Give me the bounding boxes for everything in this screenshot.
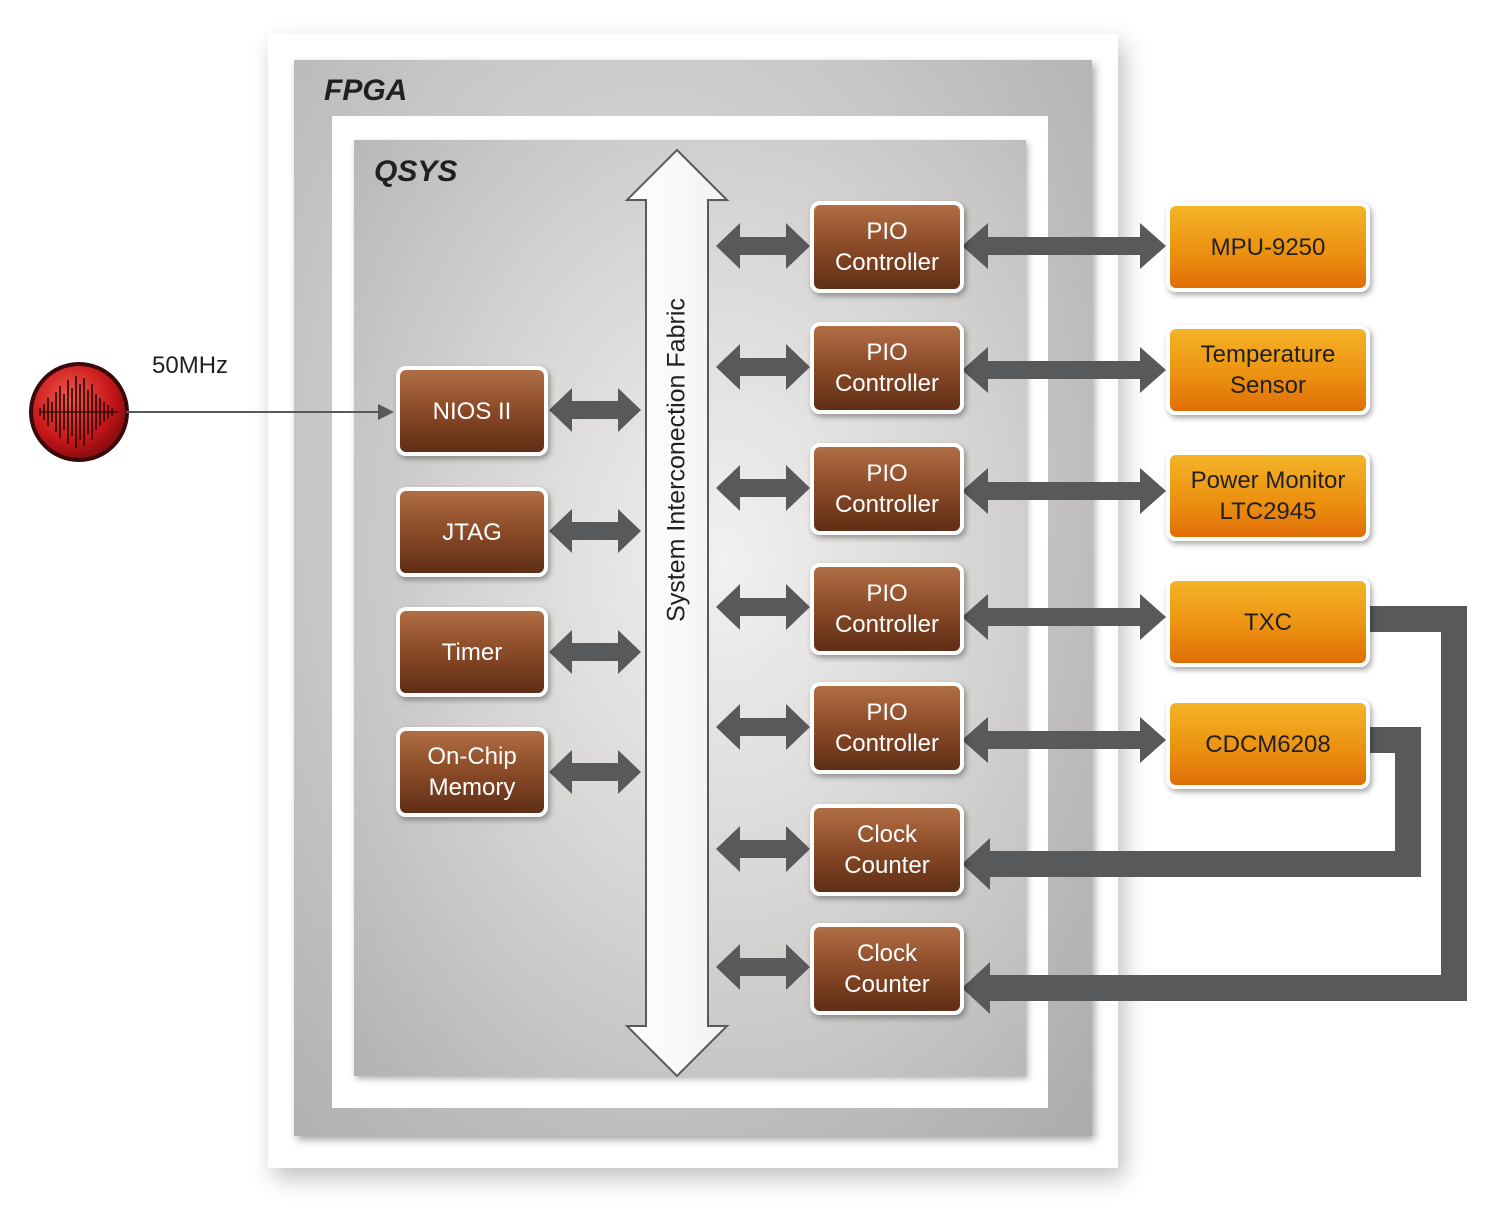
jtag-block: JTAG: [396, 487, 548, 577]
controller-label: PIO Controller: [834, 339, 940, 397]
peripheral-label: CDCM6208: [1205, 730, 1331, 758]
cdcm-arrow: [962, 717, 1166, 763]
clock-counter-2: Clock Counter: [810, 923, 964, 1015]
power-monitor-block: Power Monitor LTC2945: [1166, 451, 1370, 541]
ctrl1-arrow: [716, 223, 810, 269]
controller-label: Clock Counter: [844, 940, 930, 998]
controller-label: PIO Controller: [834, 218, 940, 276]
fpga-label: FPGA: [324, 74, 408, 107]
ctrl4-arrow: [716, 584, 810, 630]
pio-controller-2: PIO Controller: [810, 322, 964, 414]
pio-controller-1: PIO Controller: [810, 201, 964, 293]
qsys-label: QSYS: [374, 155, 458, 188]
pio-controller-5: PIO Controller: [810, 682, 964, 774]
ctrl3-arrow: [716, 465, 810, 511]
controller-label: PIO Controller: [834, 580, 940, 638]
fabric-arrow: [624, 148, 730, 1078]
cdcm-feedback-head: [962, 838, 990, 890]
temperature-sensor-block: Temperature Sensor: [1166, 325, 1370, 415]
clock-counter-1: Clock Counter: [810, 804, 964, 896]
controller-label: Clock Counter: [844, 821, 930, 879]
left-arrows: [549, 388, 641, 794]
peripheral-label: Temperature Sensor: [1200, 341, 1336, 399]
pio-controller-4: PIO Controller: [810, 563, 964, 655]
temp-arrow: [962, 347, 1166, 393]
peripheral-arrows: [962, 223, 1166, 763]
peripheral-label: Power Monitor LTC2945: [1190, 467, 1346, 525]
controller-arrows: [716, 223, 810, 990]
timer-block: Timer: [396, 607, 548, 697]
timer-label: Timer: [441, 638, 503, 666]
onchip-memory-block: On-Chip Memory: [396, 727, 548, 817]
txc-block: TXC: [1166, 577, 1370, 667]
cdcm-feedback-line: [988, 727, 1421, 877]
ctrl5-arrow: [716, 704, 810, 750]
peripheral-label: MPU-9250: [1210, 233, 1326, 261]
txc-arrow: [962, 594, 1166, 640]
ctrl6-arrow: [716, 826, 810, 872]
jtag-label: JTAG: [442, 518, 502, 546]
txc-feedback-line: [988, 606, 1467, 1001]
clock-arrowhead: [378, 404, 394, 420]
txc-feedback-head: [962, 962, 990, 1014]
nios-label: NIOS II: [432, 397, 512, 425]
peripheral-label: TXC: [1244, 608, 1292, 636]
jtag-fabric-arrow: [549, 509, 641, 553]
controller-label: PIO Controller: [834, 699, 940, 757]
controller-label: PIO Controller: [834, 460, 940, 518]
mpu-arrow: [962, 223, 1166, 269]
nios-fabric-arrow: [549, 388, 641, 432]
clock-frequency-label: 50MHz: [152, 352, 229, 379]
clock-oscillator: [29, 362, 129, 462]
memory-fabric-arrow: [549, 750, 641, 794]
timer-fabric-arrow: [549, 630, 641, 674]
pio-controller-3: PIO Controller: [810, 443, 964, 535]
mpu-9250-block: MPU-9250: [1166, 202, 1370, 292]
power-arrow: [962, 468, 1166, 514]
cdcm6208-block: CDCM6208: [1166, 699, 1370, 789]
fabric-label: System Interconection Fabric: [662, 298, 691, 622]
ctrl2-arrow: [716, 344, 810, 390]
onchip-memory-label: On-Chip Memory: [427, 743, 517, 801]
feedback-paths: [962, 606, 1467, 1014]
nios-block: NIOS II: [396, 366, 548, 456]
ctrl7-arrow: [716, 944, 810, 990]
